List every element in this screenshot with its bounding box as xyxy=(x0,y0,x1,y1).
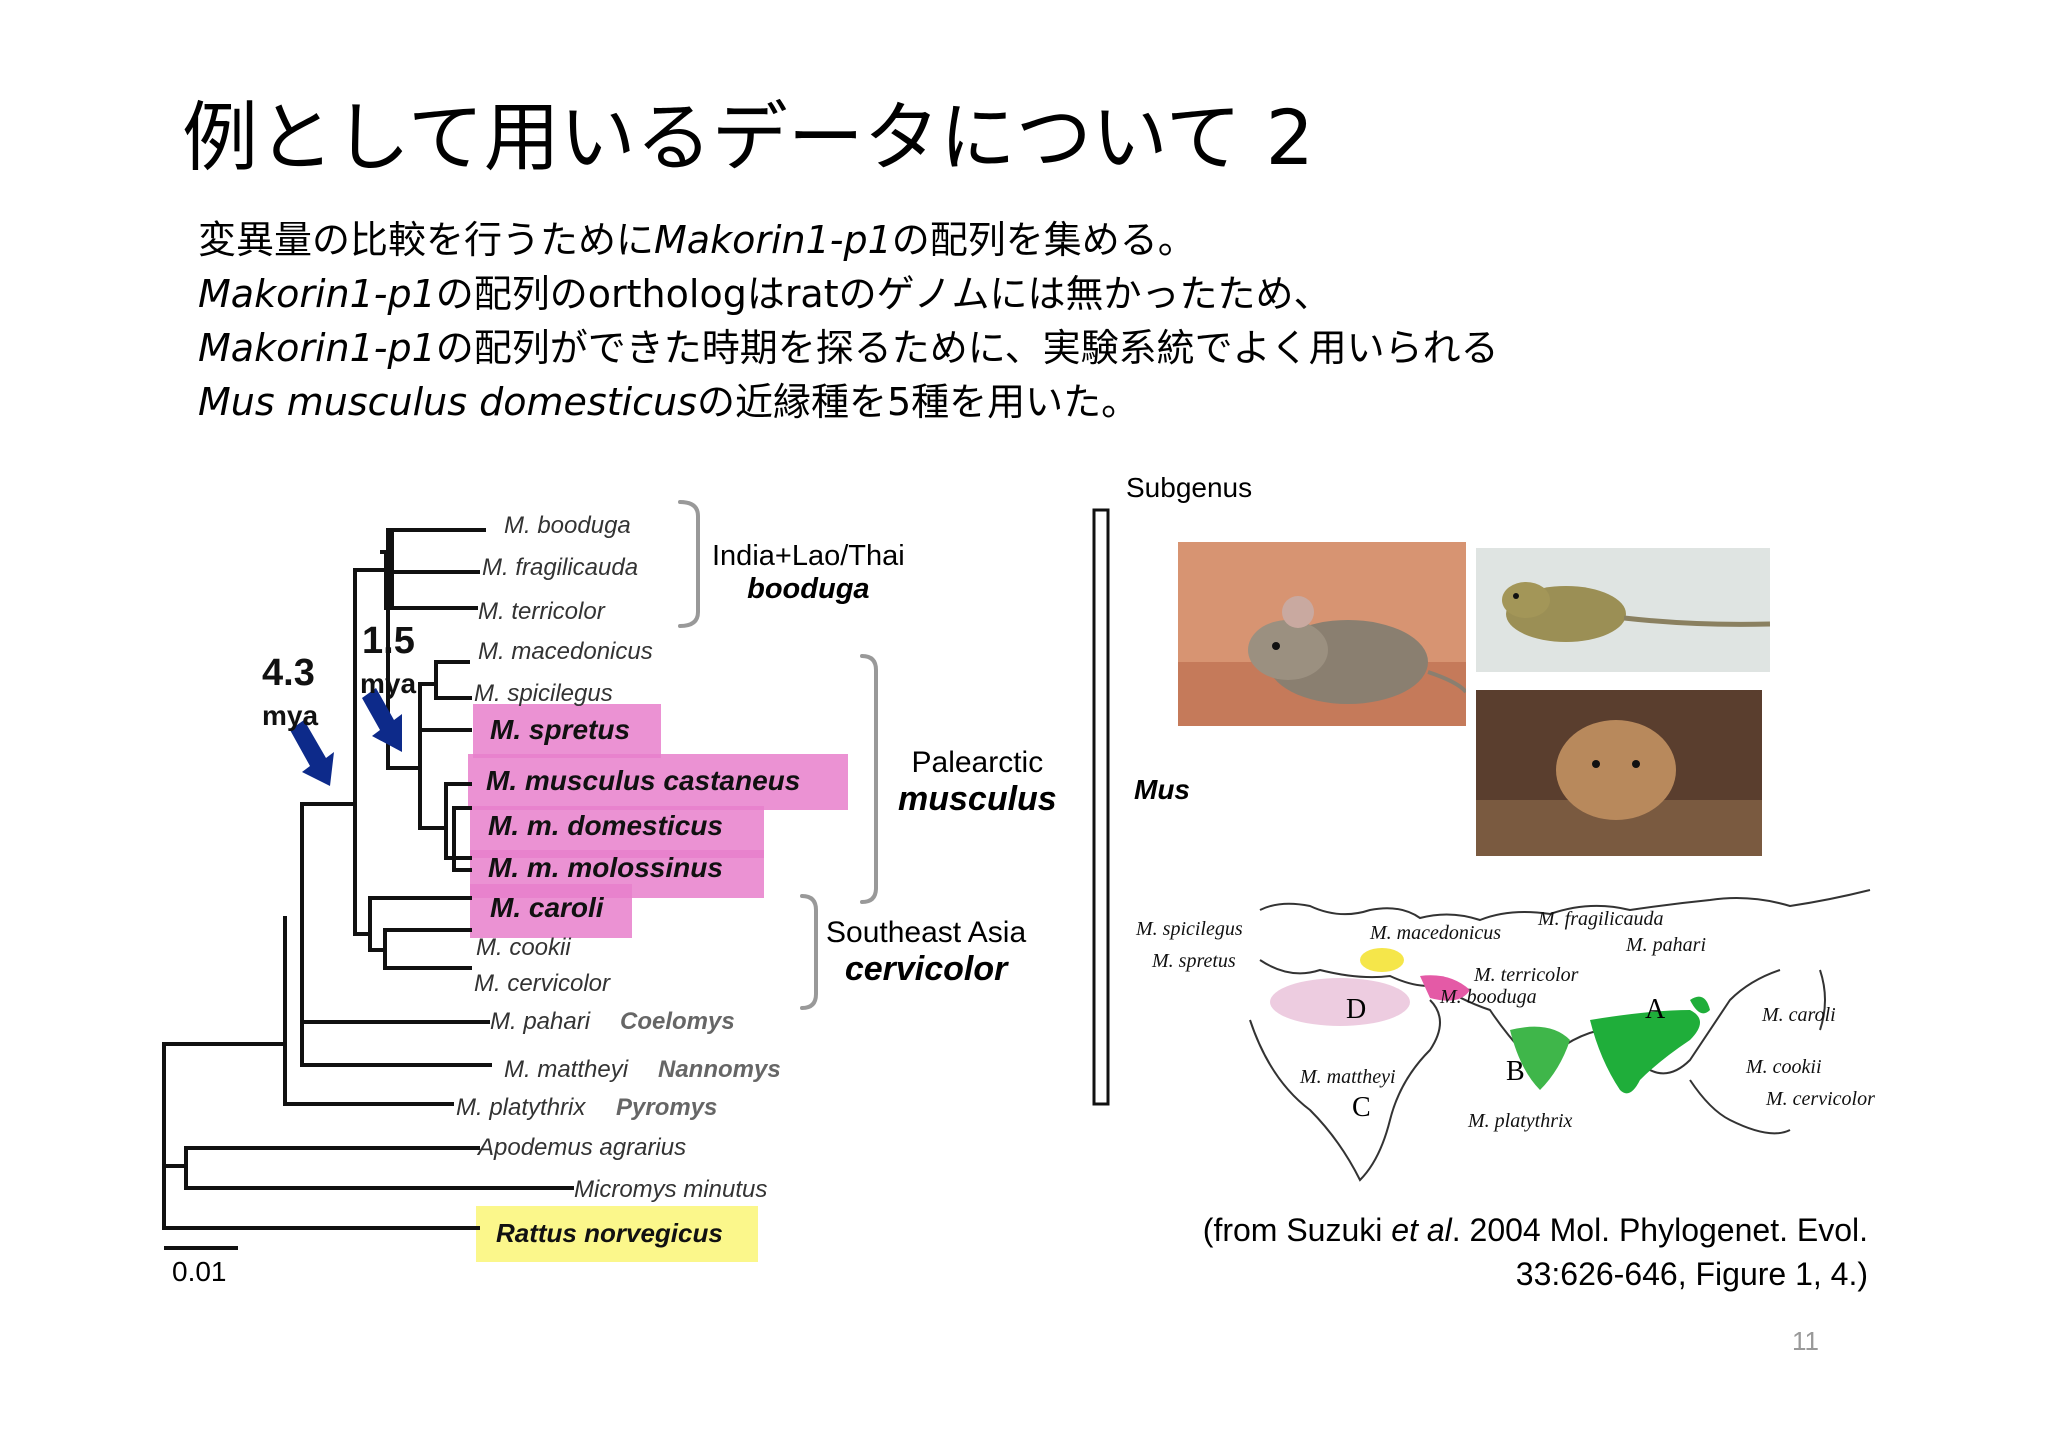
distribution-map xyxy=(1249,889,1871,1182)
species-apodemus: Apodemus agrarius xyxy=(478,1134,687,1161)
figure-caption-line-2: 33:626-646, Figure 1, 4.) xyxy=(1515,1256,1868,1292)
mouse-icon xyxy=(1476,690,1762,856)
species-molossinus: M. m. molossinus xyxy=(488,852,723,883)
figure-caption-line-1: (from Suzuki et al. 2004 Mol. Phylogenet… xyxy=(1203,1212,1868,1249)
map-label-pahari: M. pahari xyxy=(1626,934,1706,956)
gene-name: Makorin1-p1 xyxy=(198,272,436,316)
group-booduga: India+Lao/Thai booduga xyxy=(712,540,905,606)
body-line-1-text-a: 変異量の比較を行うために xyxy=(198,218,655,262)
species-name: Mus musculus domesticus xyxy=(198,380,697,424)
species-domesticus: M. m. domesticus xyxy=(488,810,723,841)
map-label-cervicolor: M. cervicolor xyxy=(1766,1088,1875,1110)
map-label-cookii: M. cookii xyxy=(1746,1056,1822,1078)
species-rattus: Rattus norvegicus xyxy=(496,1218,723,1248)
mouse-icon xyxy=(1476,548,1770,672)
node-4.3-unit: mya xyxy=(262,700,319,731)
body-line-2-text: の配列のorthologはratのゲノムには無かったため、 xyxy=(435,272,1332,316)
body-line-1: 変異量の比較を行うためにMakorin1-p1の配列を集める。 xyxy=(198,214,1196,266)
subgenus-nannomys: Nannomys xyxy=(658,1056,781,1083)
group-cervicolor-name: cervicolor xyxy=(844,950,1008,988)
group-booduga-region: India+Lao/Thai xyxy=(712,540,905,572)
species-macedonicus: M. macedonicus xyxy=(478,638,653,665)
species-fragilicauda: M. fragilicauda xyxy=(482,554,639,581)
map-label-fragilicauda: M. fragilicauda xyxy=(1538,908,1664,930)
subgenus-coelomys: Coelomys xyxy=(620,1008,735,1035)
body-line-3-text: の配列ができた時期を探るために、実験系統でよく用いられる xyxy=(435,326,1499,370)
mouse-photo-2 xyxy=(1476,548,1770,672)
map-label-booduga: M. booduga xyxy=(1440,986,1537,1008)
species-pahari: M. pahari xyxy=(490,1008,591,1035)
map-label-platythrix: M. platythrix xyxy=(1468,1110,1573,1132)
body-line-4: Mus musculus domesticusの近縁種を5種を用いた。 xyxy=(198,376,1139,428)
highlight-domesticus xyxy=(470,806,764,858)
subgenus-label: Subgenus xyxy=(1126,472,1253,503)
highlight-castaneus xyxy=(468,754,848,810)
gene-name: Makorin1-p1 xyxy=(198,326,436,370)
body-line-2: Makorin1-p1の配列のorthologはratのゲノムには無かったため、 xyxy=(198,268,1331,320)
arrow-4.3-icon xyxy=(290,720,334,786)
map-label-macedonicus: M. macedonicus xyxy=(1370,922,1502,944)
highlight-rattus xyxy=(476,1206,758,1262)
mouse-photo-1 xyxy=(1178,542,1466,726)
map-label-caroli: M. caroli xyxy=(1762,1004,1836,1026)
species-spretus: M. spretus xyxy=(490,714,631,745)
map-region-d: D xyxy=(1346,994,1367,1025)
group-cervicolor-region: Southeast Asia xyxy=(826,916,1027,949)
mus-label: Mus xyxy=(1134,774,1190,805)
group-musculus-region: Palearctic xyxy=(911,746,1044,779)
caption-text-c: . 2004 Mol. Phylogenet. Evol. xyxy=(1451,1212,1868,1248)
body-line-1-text-c: の配列を集める。 xyxy=(891,218,1196,262)
species-platythrix: M. platythrix xyxy=(456,1094,586,1121)
highlight-caroli xyxy=(470,884,632,938)
node-4.3-label: 4.3 xyxy=(262,652,315,694)
species-caroli: M. caroli xyxy=(490,892,604,923)
map-label-spicilegus: M. spicilegus xyxy=(1136,918,1243,940)
map-label-spretus: M. spretus xyxy=(1152,950,1236,972)
species-cervicolor: M. cervicolor xyxy=(474,970,611,997)
caption-text-a: (from Suzuki xyxy=(1202,1212,1392,1248)
map-region-b: B xyxy=(1506,1056,1525,1087)
node-1.5-unit: mya xyxy=(360,668,417,699)
subgenus-pyromys: Pyromys xyxy=(616,1094,718,1121)
scale-bar-label: 0.01 xyxy=(172,1256,227,1287)
map-region-a: A xyxy=(1645,994,1666,1025)
slide-title: 例として用いるデータについて 2 xyxy=(182,93,1314,182)
gene-name: Makorin1-p1 xyxy=(654,218,892,262)
species-spicilegus: M. spicilegus xyxy=(474,680,613,707)
mouse-photo-3 xyxy=(1476,690,1762,856)
mouse-icon xyxy=(1178,542,1466,726)
page-number: 11 xyxy=(1792,1326,1819,1356)
map-region-c: C xyxy=(1352,1092,1371,1123)
group-musculus: Palearctic musculus xyxy=(898,746,1057,819)
group-musculus-name: musculus xyxy=(898,780,1057,818)
caption-text-et-al: et al xyxy=(1391,1212,1452,1248)
species-castaneus: M. musculus castaneus xyxy=(486,765,801,796)
node-1.5-label: 1.5 xyxy=(362,620,415,662)
species-micromys: Micromys minutus xyxy=(574,1176,768,1203)
map-label-terricolor: M. terricolor xyxy=(1474,964,1579,986)
body-line-4-text: の近縁種を5種を用いた。 xyxy=(696,380,1140,424)
species-cookii: M. cookii xyxy=(476,934,571,961)
group-cervicolor: Southeast Asia cervicolor xyxy=(826,916,1026,989)
species-booduga: M. booduga xyxy=(504,512,631,539)
species-mattheyi: M. mattheyi xyxy=(504,1056,629,1083)
highlight-spretus xyxy=(473,704,661,758)
body-line-3: Makorin1-p1の配列ができた時期を探るために、実験系統でよく用いられる xyxy=(198,322,1499,374)
map-label-mattheyi: M. mattheyi xyxy=(1300,1066,1396,1088)
arrow-1.5-icon xyxy=(362,688,402,752)
species-terricolor: M. terricolor xyxy=(478,598,605,625)
group-booduga-name: booduga xyxy=(747,573,870,605)
